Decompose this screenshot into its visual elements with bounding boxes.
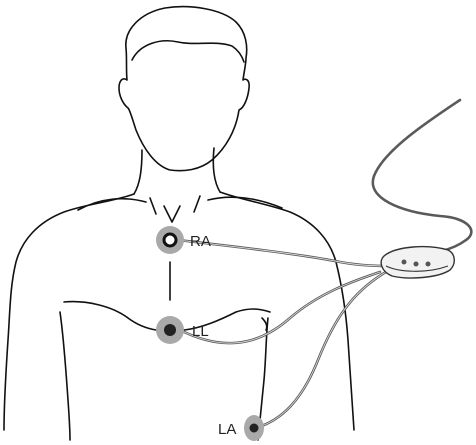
hair-line — [132, 41, 244, 62]
connector-port-1 — [402, 260, 407, 265]
electrode-label-ra: RA — [190, 233, 211, 250]
nipple-right — [262, 318, 267, 330]
left-shoulder-arm — [4, 194, 134, 430]
electrode-label-ll: LL — [192, 323, 209, 340]
electrode-ring-icon — [164, 234, 176, 246]
electrode-la: LA — [218, 415, 264, 441]
torso-outline — [4, 7, 354, 440]
left-inner-arm — [60, 312, 70, 440]
neck-left — [134, 150, 142, 194]
connector-port-3 — [426, 262, 431, 267]
electrode-snap-icon-la — [250, 424, 259, 433]
electrode-ll: LL — [156, 316, 209, 344]
electrode-label-la: LA — [218, 421, 236, 438]
sternal-notch — [150, 196, 200, 222]
connector-port-2 — [414, 262, 419, 267]
electrode-snap-icon — [164, 324, 176, 336]
electrode-ra: RA — [156, 226, 211, 254]
pectoral-left — [64, 302, 156, 330]
cable-connector-icon — [381, 247, 454, 278]
ll-cable-highlight — [180, 272, 380, 343]
head-outline — [119, 7, 249, 171]
trunk-cable — [373, 100, 472, 256]
